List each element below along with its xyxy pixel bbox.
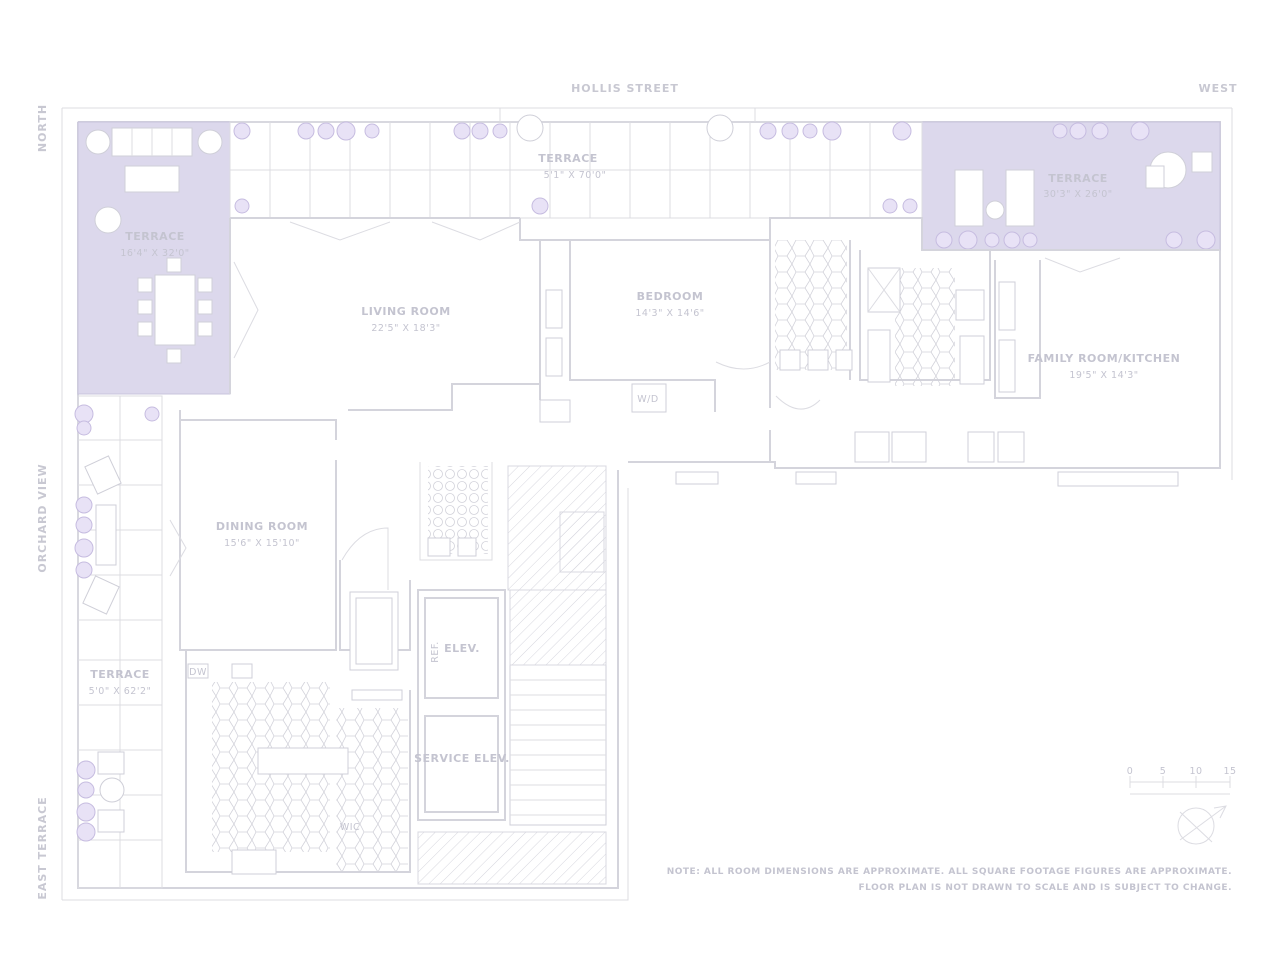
room-dim-dining: 15'6" X 15'10" — [224, 538, 300, 549]
scale-tick-1: 5 — [1160, 766, 1167, 777]
stair-core — [417, 465, 607, 885]
room-dim-terrace-bottom: 5'0" X 62'2" — [89, 686, 152, 697]
room-name-terrace-top: TERRACE — [538, 152, 598, 165]
label-dw: DW — [189, 667, 207, 678]
room-name-terrace-bottom: TERRACE — [90, 668, 150, 681]
dining-table-terrace — [154, 274, 196, 346]
street-label-left-bottom: EAST TERRACE — [36, 796, 49, 899]
street-label-top-right: WEST — [1198, 82, 1237, 95]
room-name-terrace-right: TERRACE — [1048, 172, 1108, 185]
room-dim-terrace-top: 5'1" X 70'0" — [544, 170, 607, 181]
fixtures — [187, 267, 1179, 875]
room-dim-living: 22'5" X 18'3" — [371, 323, 440, 334]
bath-floor-b — [895, 268, 955, 386]
terrace-planters — [74, 121, 1216, 842]
label-service-elevator: SERVICE ELEV. — [414, 752, 510, 765]
room-dim-family: 19'5" X 14'3" — [1069, 370, 1138, 381]
scale-tick-3: 15 — [1223, 766, 1236, 777]
bath-floor-a — [775, 240, 847, 370]
label-washer-dryer: W/D — [637, 394, 658, 405]
street-label-top: HOLLIS STREET — [571, 82, 679, 95]
street-label-left-mid: ORCHARD VIEW — [36, 463, 49, 572]
room-dim-terrace-left: 16'4" X 32'0" — [120, 248, 189, 259]
label-ref: REF. — [430, 641, 441, 663]
north-arrow-icon — [1177, 805, 1227, 845]
room-name-bedroom: BEDROOM — [637, 290, 704, 303]
room-name-dining: DINING ROOM — [216, 520, 308, 533]
room-dim-bedroom: 14'3" X 14'6" — [635, 308, 704, 319]
label-wic: WIC — [340, 822, 360, 833]
street-label-left-top: NORTH — [36, 104, 49, 152]
scale-tick-2: 10 — [1189, 766, 1202, 777]
scale-bar: 0 5 10 15 — [1127, 766, 1236, 795]
label-elevator: ELEV. — [444, 642, 480, 655]
room-labels: TERRACE 5'1" X 70'0" TERRACE 16'4" X 32'… — [89, 152, 1181, 833]
note-line-1: NOTE: ALL ROOM DIMENSIONS ARE APPROXIMAT… — [667, 867, 1232, 877]
terrace-furniture — [82, 114, 1213, 833]
terrace-bottom-tiles — [77, 395, 163, 889]
note-line-2: FLOOR PLAN IS NOT DRAWN TO SCALE AND IS … — [859, 883, 1232, 893]
scale-tick-0: 0 — [1127, 766, 1134, 777]
room-name-family: FAMILY ROOM/KITCHEN — [1028, 352, 1181, 365]
door-swings — [169, 221, 1121, 590]
room-dim-terrace-right: 30'3" X 26'0" — [1043, 189, 1112, 200]
bath-floor-d — [336, 708, 408, 872]
room-name-living: LIVING ROOM — [361, 305, 450, 318]
room-name-terrace-left: TERRACE — [125, 230, 185, 243]
